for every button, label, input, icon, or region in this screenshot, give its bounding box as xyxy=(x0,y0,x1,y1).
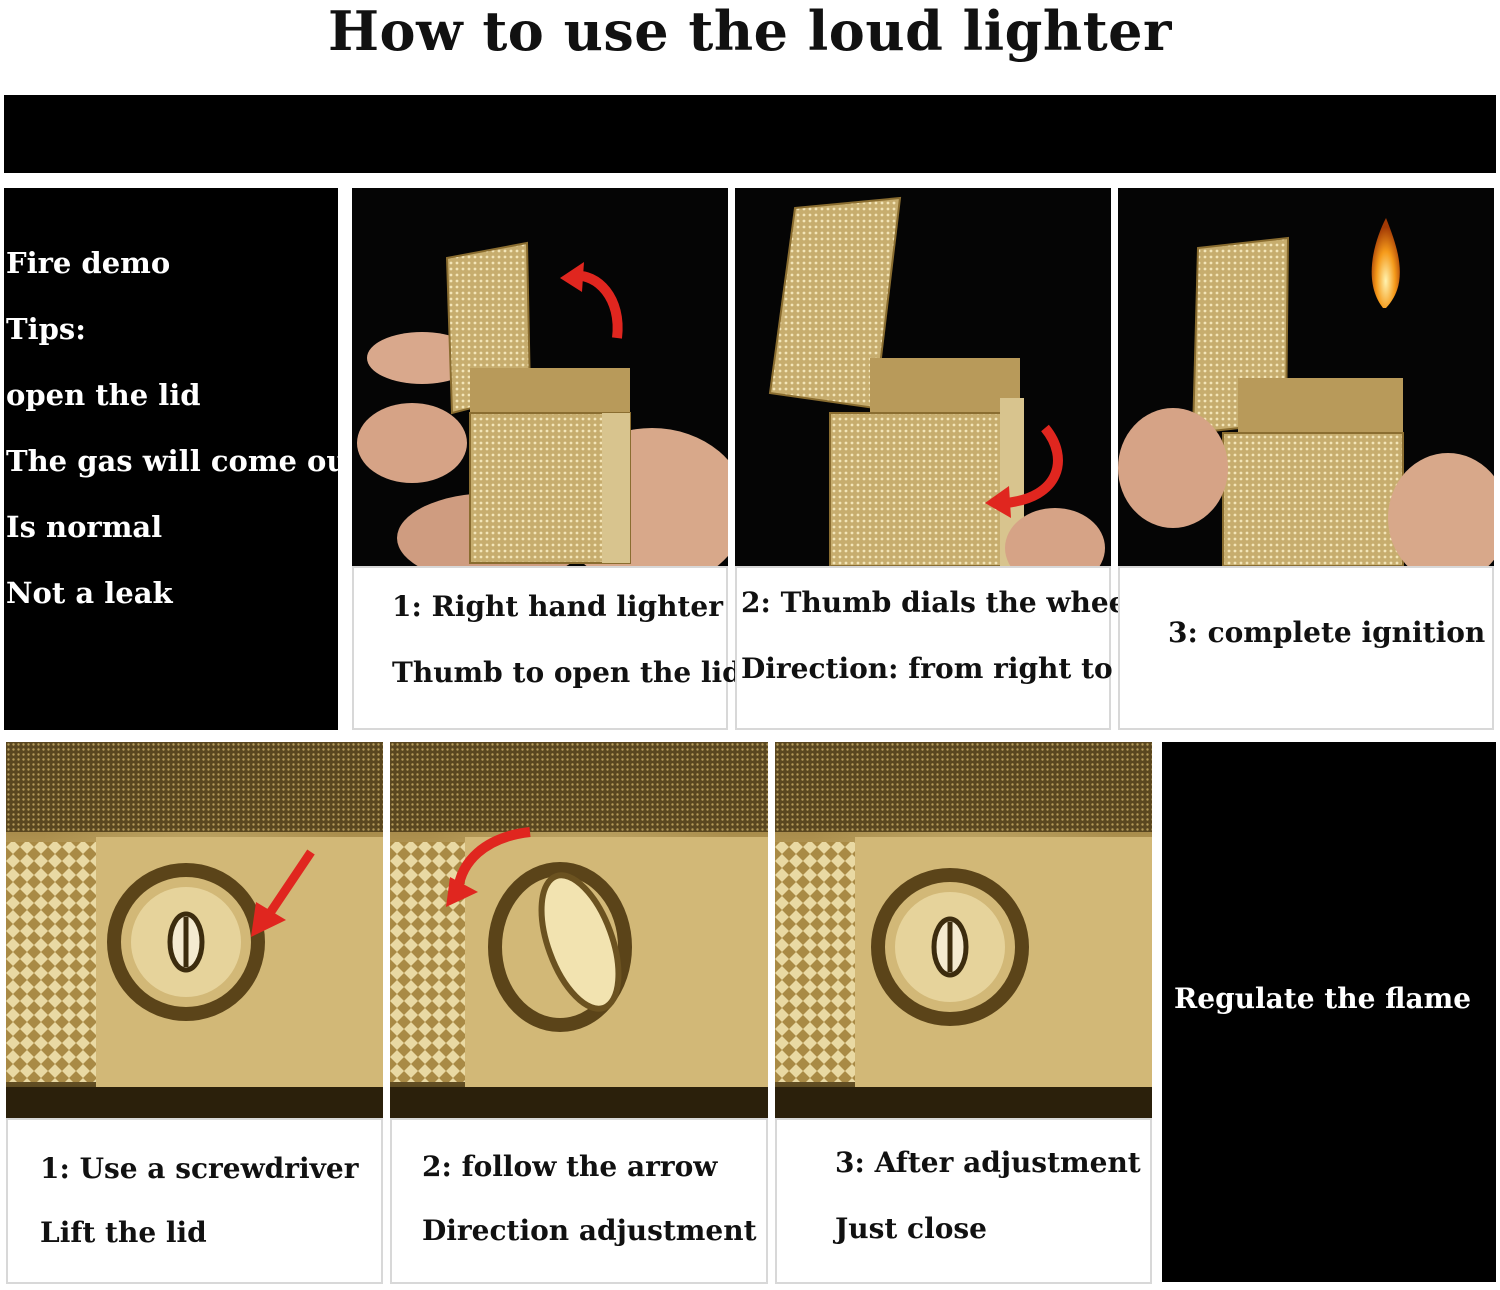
photo-after-adjustment xyxy=(775,742,1152,1118)
caption-step-bottom-1: 1: Use a screwdriver Lift the lid xyxy=(6,1118,383,1284)
caption-line: Direction adjustment xyxy=(422,1214,757,1247)
caption-line: Thumb to open the lid xyxy=(392,656,742,689)
caption-line: Just close xyxy=(835,1212,987,1245)
photo-follow-arrow xyxy=(390,742,768,1118)
tips-line-not-leak: Not a leak xyxy=(6,576,173,610)
caption-step-top-3: 3: complete ignition xyxy=(1118,566,1494,730)
photo-dial-wheel xyxy=(735,188,1111,566)
caption-step-bottom-3: 3: After adjustment Just close xyxy=(775,1118,1152,1284)
caption-step-top-2: 2: Thumb dials the wheel Direction: from… xyxy=(735,566,1176,730)
caption-line: 3: complete ignition xyxy=(1168,616,1486,649)
header-bar xyxy=(4,95,1496,173)
caption-line: Direction: from right to left xyxy=(741,652,1176,685)
tips-line-tips: Tips: xyxy=(6,312,86,346)
photo-screwdriver xyxy=(6,742,383,1118)
regulate-panel: Regulate the flame xyxy=(1162,742,1496,1282)
caption-line: Lift the lid xyxy=(40,1216,207,1249)
caption-line: 3: After adjustment xyxy=(835,1146,1141,1179)
tips-line-fire-demo: Fire demo xyxy=(6,246,171,280)
tips-line-open-lid: open the lid xyxy=(6,378,201,412)
regulate-label: Regulate the flame xyxy=(1174,982,1472,1015)
caption-line: 1: Right hand lighter xyxy=(392,590,723,623)
tips-panel: Fire demo Tips: open the lid The gas wil… xyxy=(4,188,361,730)
tips-line-normal: Is normal xyxy=(6,510,163,544)
caption-line: 2: Thumb dials the wheel xyxy=(741,586,1138,619)
page-title: How to use the loud lighter xyxy=(328,0,1172,63)
tips-line-gas: The gas will come out xyxy=(6,444,361,478)
caption-step-top-1: 1: Right hand lighter Thumb to open the … xyxy=(352,566,742,730)
caption-step-bottom-2: 2: follow the arrow Direction adjustment xyxy=(390,1118,768,1284)
caption-line: 2: follow the arrow xyxy=(422,1150,718,1183)
photo-open-lid xyxy=(352,188,728,566)
photo-ignition xyxy=(1118,188,1494,566)
caption-line: 1: Use a screwdriver xyxy=(40,1152,359,1185)
